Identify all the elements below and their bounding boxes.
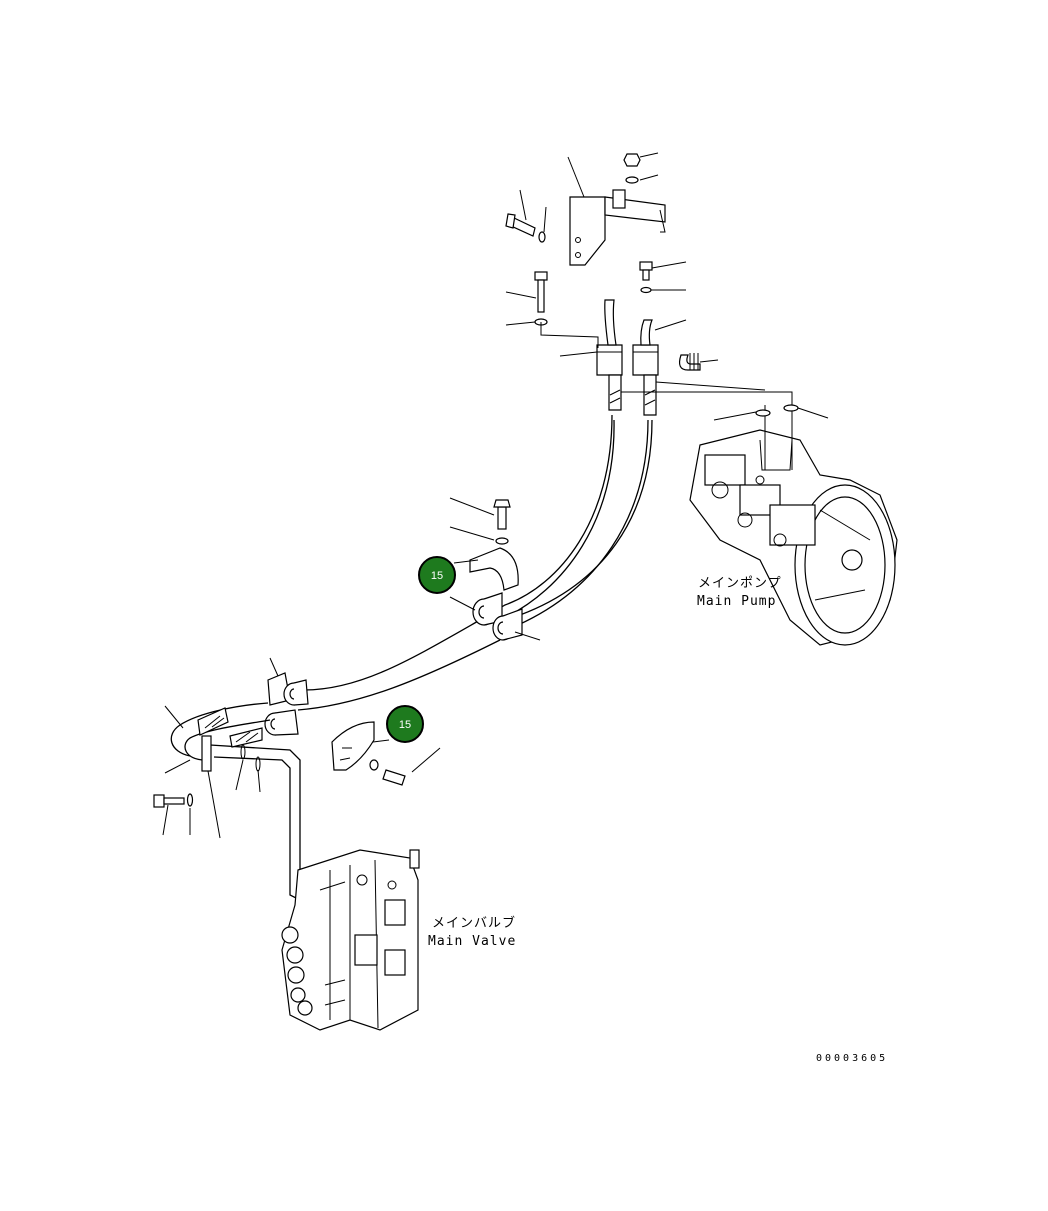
callout-15-upper[interactable]: 15	[418, 556, 456, 594]
hose-inner	[499, 419, 649, 626]
u-fitting	[678, 353, 701, 371]
hose-sleeves-mid	[472, 592, 523, 641]
drawing-number: 00003605	[816, 1053, 888, 1064]
main-pump	[689, 429, 898, 646]
clamp-cover-lower	[331, 721, 406, 786]
callout-circle	[386, 705, 424, 743]
callout-number: 15	[431, 570, 443, 582]
bolt-washer-right	[639, 261, 653, 294]
main-valve	[281, 849, 420, 1031]
main-valve-label-en: Main Valve	[428, 934, 516, 949]
bracket-bolt	[505, 213, 546, 243]
main-pump-label-en: Main Pump	[697, 594, 776, 609]
main-valve-label-jp: メインバルブ	[432, 915, 516, 931]
mounting-bracket	[569, 189, 666, 266]
callout-15-lower[interactable]: 15	[386, 705, 424, 743]
hose-sleeves-lower	[264, 672, 309, 736]
clamp-cover-upper	[469, 499, 519, 591]
leader-lines	[162, 152, 829, 839]
pump-pipe-lines	[540, 322, 799, 470]
hose-fittings	[604, 299, 657, 416]
left-bolt	[153, 793, 194, 808]
top-nut	[623, 153, 641, 184]
hose-outer	[297, 414, 653, 711]
bolt-washer-left	[534, 271, 548, 326]
main-pump-label-jp: メインポンプ	[698, 576, 782, 591]
callout-number: 15	[399, 719, 411, 731]
callout-circle	[418, 556, 456, 594]
hose-clamp-pair	[596, 344, 659, 376]
